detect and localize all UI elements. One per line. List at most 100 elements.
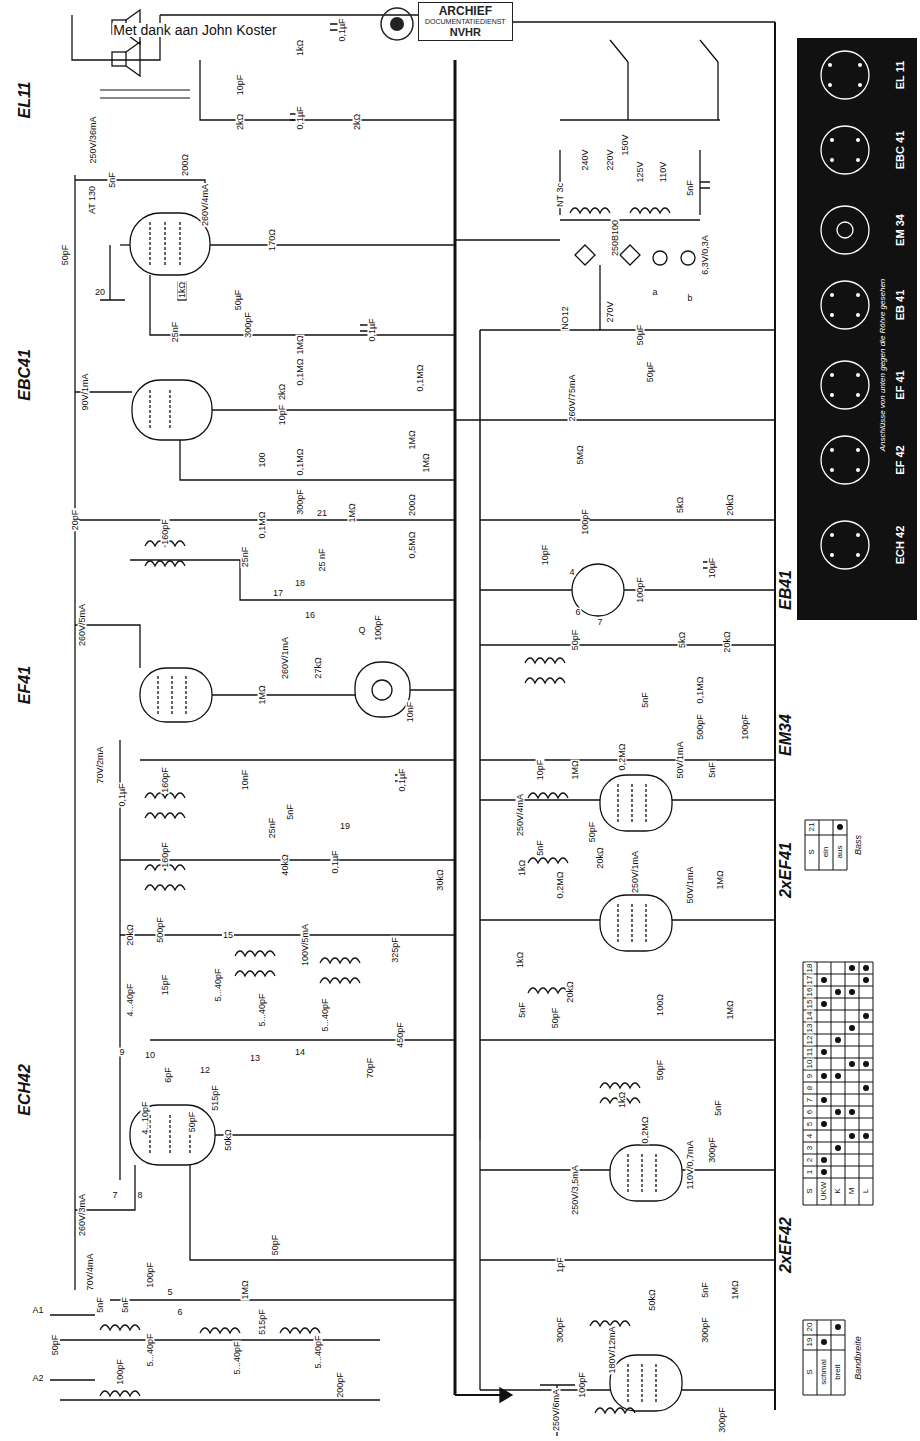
- component-value: 0,1MΩ: [258, 511, 267, 540]
- component-value: 515pF: [211, 1084, 220, 1112]
- component-value: 10pF: [536, 759, 545, 782]
- component-value: 27kΩ: [314, 656, 323, 679]
- table-cell: 4: [806, 1133, 814, 1139]
- component-value: 40kΩ: [281, 853, 290, 876]
- component-value: 25 nF: [318, 547, 327, 572]
- table-caption: Bandbreite: [854, 1335, 863, 1381]
- component-value: 100pF: [116, 1358, 125, 1386]
- stamp-title: ARCHIEF: [425, 5, 506, 18]
- component-value: 5kΩ: [676, 496, 685, 514]
- component-value: 50V/1mA: [686, 865, 695, 904]
- tube-name: 2xEF42: [778, 1216, 794, 1274]
- component-value: 1kΩ: [618, 1091, 627, 1109]
- component-value: 0,1µF: [296, 105, 305, 130]
- component-value: 5nF: [708, 761, 717, 779]
- component-value: 10nF: [241, 769, 250, 792]
- table-cell: schmal: [820, 1358, 828, 1385]
- component-value: 50pF: [61, 244, 70, 267]
- component-value: 300pF: [244, 311, 253, 339]
- component-value: 0,1µF: [338, 17, 347, 42]
- component-value: 1kΩ: [518, 859, 527, 877]
- component-value: 240V: [581, 148, 590, 171]
- table-cell: S: [808, 848, 816, 855]
- pin-number: 21: [316, 509, 328, 518]
- table-cell: M: [848, 1187, 856, 1196]
- component-value: 20kΩ: [726, 493, 735, 516]
- component-value: 5nF: [641, 691, 650, 709]
- component-value: 50pF: [571, 629, 580, 652]
- pin-number: 12: [199, 1066, 211, 1075]
- table-cell: 7: [806, 1097, 814, 1103]
- component-value: 6,3V/0,3A: [701, 234, 710, 276]
- component-value: 90V/1mA: [81, 372, 90, 411]
- component-value: 4...10pF: [141, 1100, 150, 1135]
- table-cell: 20: [806, 1322, 814, 1333]
- component-value: 110V/0,7mA: [686, 1140, 695, 1191]
- component-value: 5...40pF: [214, 967, 223, 1002]
- component-value: NT 3c: [556, 182, 565, 208]
- component-value: 300pF: [556, 1316, 565, 1344]
- component-value: 500pF: [156, 916, 165, 944]
- component-value: 20kΩ: [596, 846, 605, 869]
- component-value: 1MΩ: [296, 334, 305, 355]
- stamp-text: DOCUMENTATIEDIENST: [425, 18, 506, 26]
- component-value: 0,1µF: [118, 782, 127, 807]
- component-value: 5...40pF: [146, 1332, 155, 1367]
- tube-name: 2xEF41: [778, 841, 794, 899]
- component-value: 5nF: [518, 1001, 527, 1019]
- component-value: 150V: [621, 133, 630, 156]
- component-value: 5nF: [701, 1281, 710, 1299]
- component-value: 5...40pF: [233, 1340, 242, 1375]
- pin-number: 20: [94, 288, 106, 297]
- component-value: 1MΩ: [731, 1279, 740, 1300]
- pin-number: 13: [249, 1054, 261, 1063]
- table-cell: 10: [806, 1059, 814, 1070]
- component-value: 2kΩ: [353, 113, 362, 131]
- pin-number: 7: [111, 1191, 118, 1200]
- component-value: 100pF: [581, 508, 590, 536]
- component-value: 0,1MΩ: [696, 676, 705, 705]
- component-value: 0,1MΩ: [416, 364, 425, 393]
- component-value: 5nF: [286, 803, 295, 821]
- table-cell: 18: [806, 963, 814, 974]
- component-value: NO12: [561, 305, 570, 331]
- tube-name: EM34: [778, 713, 794, 757]
- table-cell: ein: [822, 846, 830, 859]
- table-cell: 3: [806, 1145, 814, 1151]
- component-value: 50µF: [636, 324, 645, 347]
- tube-type: EB 41: [895, 290, 906, 321]
- tube-type: EF 42: [895, 445, 906, 474]
- pin-number: 6: [574, 608, 581, 617]
- component-value: 5kΩ: [678, 631, 687, 649]
- component-value: 4...40pF: [126, 982, 135, 1017]
- component-value: 0,1MΩ: [296, 358, 305, 387]
- component-value: 5nF: [121, 1296, 130, 1314]
- pin-number: a: [651, 288, 658, 297]
- component-value: 180V/12mA: [608, 1325, 617, 1374]
- pin-number: 8: [136, 1191, 143, 1200]
- component-value: 10pF: [278, 404, 287, 427]
- component-value: 200Ω: [181, 153, 190, 177]
- tube-name: EB41: [778, 569, 794, 611]
- component-value: 300pF: [718, 1406, 727, 1434]
- component-value: 260V/5mA: [78, 603, 87, 647]
- component-value: 100pF: [578, 1371, 587, 1399]
- component-value: 5MΩ: [576, 444, 585, 465]
- component-value: 5nF: [714, 1099, 723, 1117]
- component-value: 270V: [606, 300, 615, 323]
- component-value: 50pF: [51, 1334, 60, 1357]
- component-value: 50V/1mA: [676, 740, 685, 779]
- component-value: 1MΩ: [258, 684, 267, 705]
- component-value: 260V/3mA: [78, 1193, 87, 1237]
- component-value: 300pF: [296, 488, 305, 516]
- table-caption: Bass: [854, 834, 863, 856]
- component-value: 100V/5mA: [301, 923, 310, 967]
- component-value: 20kΩ: [126, 923, 135, 946]
- component-value: 1pF: [556, 1256, 565, 1274]
- pin-number: 16: [304, 611, 316, 620]
- component-value: 5...40pF: [258, 992, 267, 1027]
- component-value: 1MΩ: [422, 452, 431, 473]
- component-value: 325pF: [391, 936, 400, 964]
- component-value: 70pF: [366, 1057, 375, 1080]
- tube-type: EL 11: [895, 61, 906, 90]
